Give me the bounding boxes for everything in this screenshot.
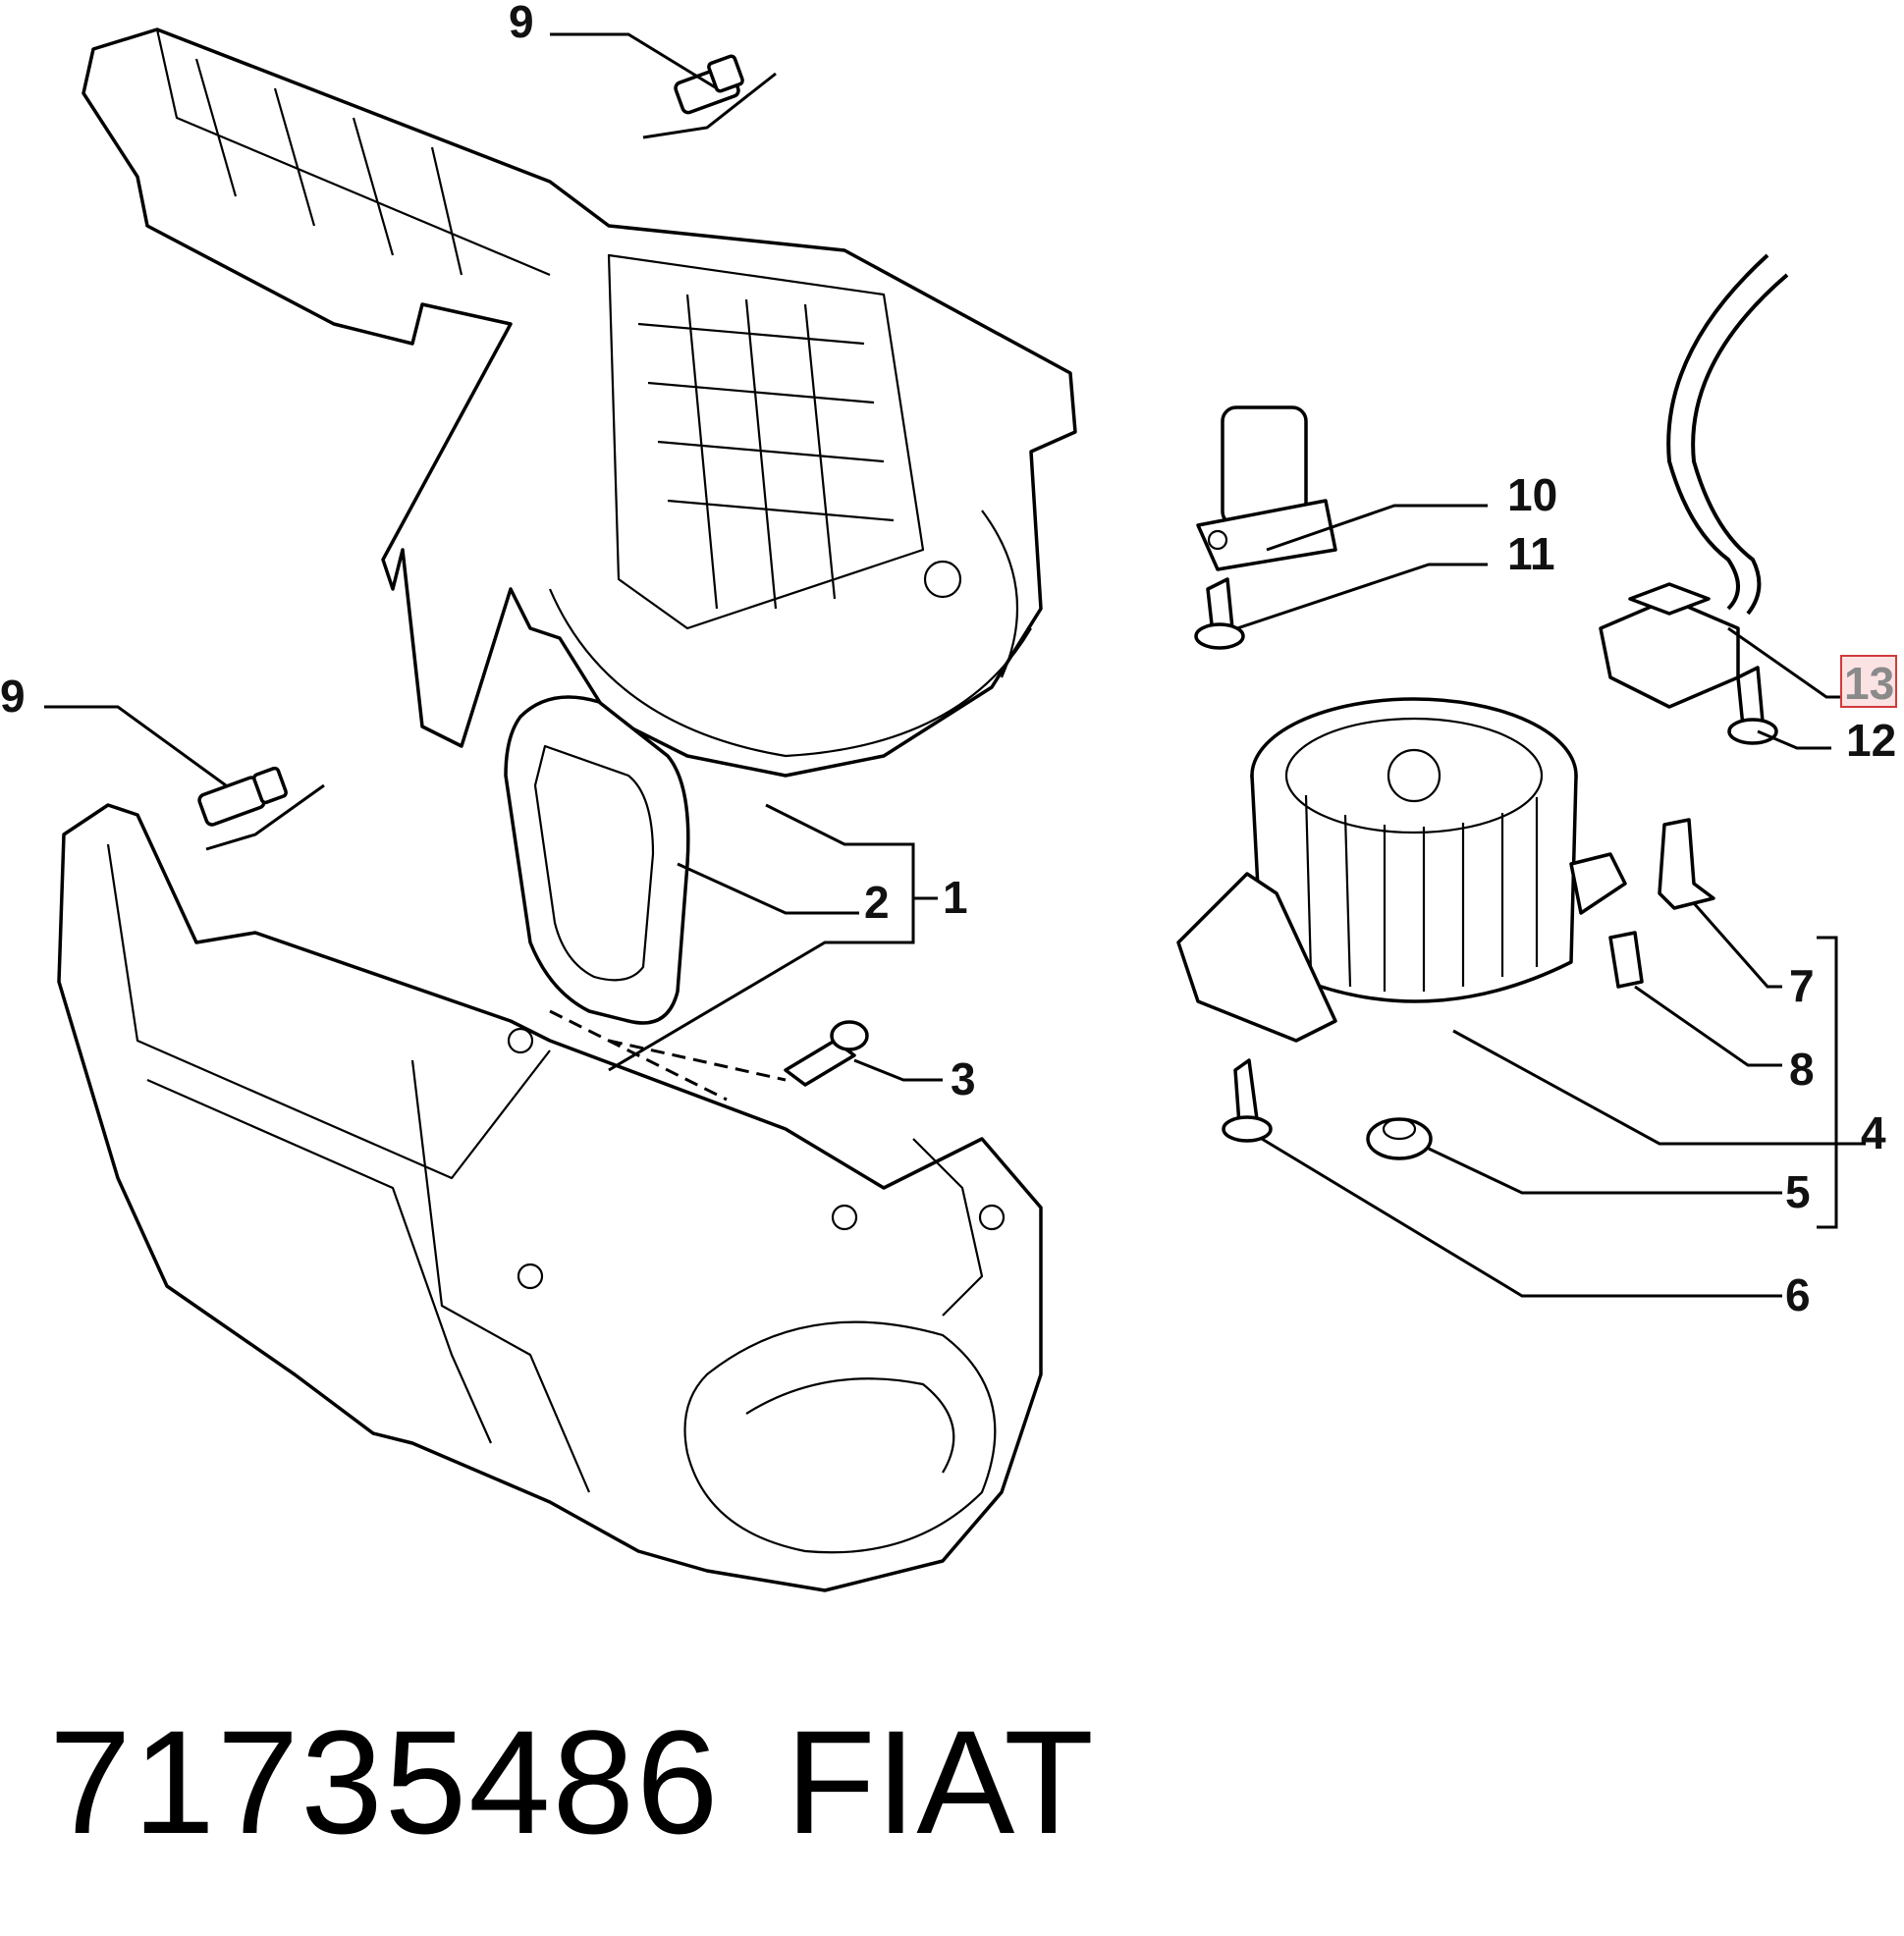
screw-6-drawing <box>1222 1058 1273 1143</box>
brand-name: FIAT <box>786 1699 1094 1864</box>
upper-housing-drawing <box>82 27 1077 778</box>
callout-9-top: 9 <box>509 0 534 47</box>
callout-5: 5 <box>1785 1166 1811 1217</box>
callout-13-highlight <box>1840 655 1897 708</box>
callout-2: 2 <box>864 877 890 928</box>
screw-3-drawing <box>549 1009 869 1102</box>
blower-motor-4-drawing <box>1176 697 1627 1043</box>
callout-13: 13 <box>1844 658 1894 709</box>
screw-9-top-drawing <box>642 54 777 139</box>
callout-8: 8 <box>1789 1044 1815 1095</box>
grommet-5-drawing <box>1366 1117 1433 1160</box>
screw-11-drawing <box>1194 577 1245 650</box>
lower-housing-drawing <box>57 803 1043 1592</box>
callout-1: 1 <box>943 872 968 923</box>
filter-frame-drawing <box>504 695 690 1025</box>
screw-12-drawing <box>1727 666 1778 745</box>
callout-3: 3 <box>951 1053 976 1104</box>
callout-7: 7 <box>1789 960 1815 1011</box>
callout-6: 6 <box>1785 1269 1811 1320</box>
leader-lines <box>44 32 1866 1298</box>
resistor-10-drawing <box>1196 405 1337 571</box>
callout-9-left: 9 <box>0 671 26 722</box>
callout-12: 12 <box>1846 715 1896 766</box>
callout-11: 11 <box>1507 528 1555 579</box>
clip-7-drawing <box>1658 818 1715 910</box>
wiring-harness-13-drawing <box>1599 253 1789 709</box>
clip-8-drawing <box>1608 931 1644 989</box>
callout-4: 4 <box>1861 1107 1886 1158</box>
callout-10: 10 <box>1507 469 1557 520</box>
callout-labels: 9 9 10 11 13 12 2 1 3 7 8 4 5 6 <box>0 0 1897 1320</box>
part-number: 71735486 <box>49 1699 721 1864</box>
screw-9-left-drawing <box>197 766 325 851</box>
